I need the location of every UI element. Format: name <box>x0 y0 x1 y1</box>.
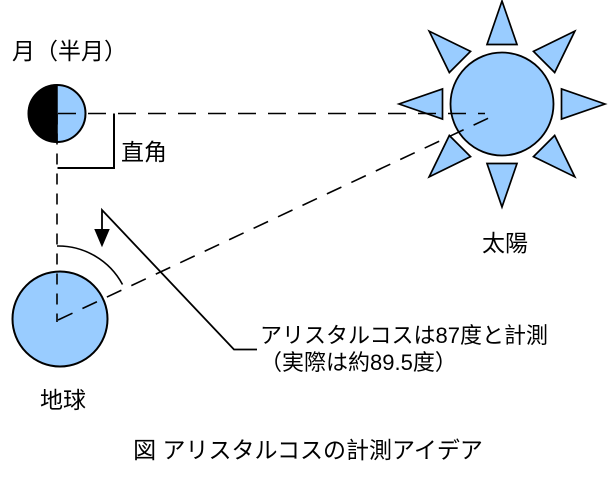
sun-label: 太陽 <box>482 230 528 256</box>
moon-shape <box>27 84 87 143</box>
diagram-shapes <box>11 0 608 368</box>
moon-dark-half <box>27 84 58 143</box>
sun-ray-top-left <box>427 29 472 74</box>
right-angle-label: 直角 <box>121 139 167 165</box>
sun-circle <box>449 51 555 157</box>
sun-ray-right <box>560 87 608 121</box>
figure-caption: 図 アリスタルコスの計測アイデア <box>133 437 483 463</box>
sun-ray-left <box>396 87 444 121</box>
sun-ray-bottom <box>485 162 519 210</box>
sun-ray-bottom-right <box>532 134 577 179</box>
moon-label: 月（半月） <box>12 38 127 64</box>
sun-ray-bottom-left <box>427 134 472 179</box>
angle-annotation-line2: （実際は約89.5度） <box>260 350 457 375</box>
angle-annotation-line1: アリスタルコスは87度と計測 <box>260 323 549 348</box>
sun-shape <box>396 0 608 210</box>
angle-arc <box>56 245 124 285</box>
annotation-leader-line <box>101 207 257 351</box>
angle-arrow-head <box>94 229 110 248</box>
angle-annotation: アリスタルコスは87度と計測 （実際は約89.5度） <box>260 322 548 376</box>
right-angle-marker <box>57 113 115 169</box>
earth-label: 地球 <box>40 387 86 413</box>
sun-ray-top <box>485 0 519 46</box>
sun-ray-top-right <box>532 29 577 74</box>
